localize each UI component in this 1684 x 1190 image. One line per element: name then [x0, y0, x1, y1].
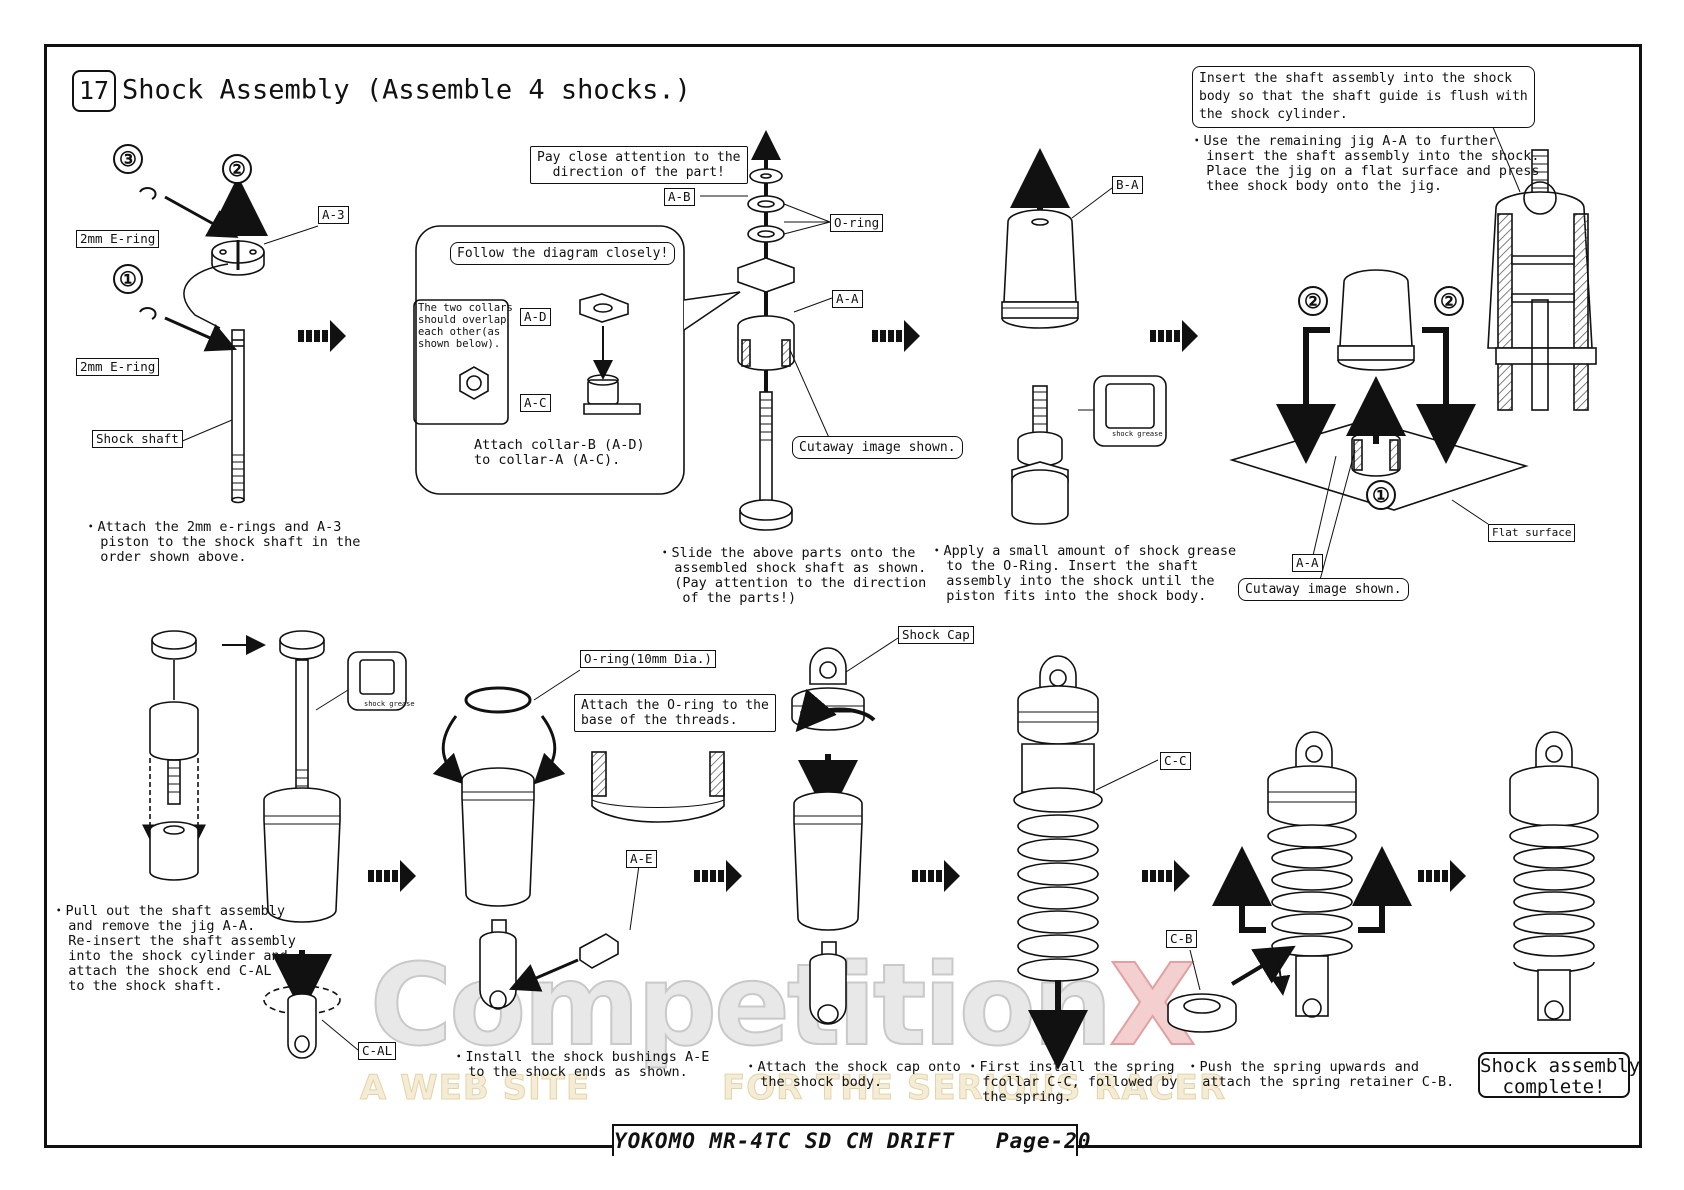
label-aa: A-A: [832, 290, 863, 308]
page-footer: YOKOMO MR-4TC SD CM DRIFT Page-20: [612, 1124, 1091, 1156]
order-marker-2a: ②: [1298, 286, 1328, 316]
label-c-al: C-AL: [358, 1042, 397, 1060]
step-title: Shock Assembly (Assemble 4 shocks.): [122, 74, 691, 106]
step3-drawing: [1001, 148, 1167, 525]
collar-caption: Attach collar-B (A-D) to collar-A (A-C).: [474, 437, 645, 468]
step2-callout-title: Follow the diagram closely!: [450, 242, 676, 265]
order-marker-3: ③: [113, 144, 143, 174]
label-oring-10mm: O-ring(10mm Dia.): [580, 650, 716, 668]
label-ering-bottom: 2mm E-ring: [76, 358, 160, 376]
step1-instruction: ・Attach the 2mm e-rings and A-3 piston t…: [84, 519, 361, 565]
step5-instruction: ・Pull out the shaft assembly and remove …: [52, 903, 296, 994]
order-marker-2b: ②: [1434, 286, 1464, 316]
step-number: 17: [72, 70, 116, 112]
label-ab: A-B: [664, 188, 695, 206]
step8-drawing: [1013, 655, 1159, 1070]
complete-drawing: [1509, 731, 1599, 1021]
label-shock-shaft: Shock shaft: [92, 430, 183, 448]
step2-instruction: ・Slide the above parts onto the assemble…: [658, 545, 927, 606]
assembly-complete-badge: Shock assembly complete!: [1478, 1052, 1640, 1098]
step8-instruction: ・First install the spring fcollar C-C, f…: [966, 1059, 1178, 1105]
insert-instruction-box: Insert the shaft assembly into the shock…: [1192, 66, 1535, 128]
cutaway-note-step4: Cutaway image shown.: [1238, 578, 1409, 601]
grease-tube-label-2: shock grease: [364, 700, 415, 708]
watermark-tagline-left: A WEB SITE: [359, 1068, 591, 1108]
label-ering-top: 2mm E-ring: [76, 230, 160, 248]
oring-thread-note: Attach the O-ring to the base of the thr…: [574, 694, 776, 732]
label-collar-b: A-D: [520, 308, 551, 326]
step7-instruction: ・Attach the shock cap onto the shock bod…: [744, 1059, 961, 1090]
cutaway-note-step2: Cutaway image shown.: [792, 436, 963, 459]
step1-drawing: [139, 176, 319, 504]
step6-instruction: ・Install the shock bushings A-E to the s…: [452, 1049, 710, 1080]
label-collar-a: A-C: [520, 394, 551, 412]
process-arrows: [298, 320, 1466, 892]
label-ba: B-A: [1112, 176, 1143, 194]
step7-drawing: [791, 637, 899, 1025]
label-cb: C-B: [1166, 930, 1197, 948]
step2-drawing: [413, 130, 833, 531]
direction-attention: Pay close attention to the direction of …: [530, 146, 748, 184]
label-cc: C-C: [1160, 752, 1191, 770]
label-piston: A-3: [318, 206, 349, 224]
grease-tube-label: shock grease: [1112, 430, 1163, 438]
step3-instruction: ・Apply a small amount of shock grease to…: [930, 543, 1237, 604]
step9-instruction: ・Push the spring upwards and attach the …: [1186, 1059, 1455, 1090]
step6-drawing: [432, 669, 725, 1010]
step4-instruction: ・Use the remaining jig A-A to further in…: [1190, 133, 1540, 194]
watermark-tagline-right: FOR THE SERIOUS RACER: [721, 1068, 1227, 1108]
collar-overlap-note: The two collars should overlap each othe…: [418, 302, 513, 350]
label-oring: O-ring: [830, 214, 884, 232]
step9-drawing: [1167, 731, 1412, 1033]
label-flat-surface: Flat surface: [1488, 524, 1576, 542]
step5-drawing: [142, 630, 407, 1059]
label-ae: A-E: [626, 850, 657, 868]
label-shock-cap: Shock Cap: [898, 626, 974, 644]
step4-drawing: [1229, 95, 1597, 581]
order-marker-1b: ①: [1366, 480, 1396, 510]
order-marker-1: ①: [113, 264, 143, 294]
order-marker-2: ②: [222, 154, 252, 184]
label-jig-aa: A-A: [1292, 554, 1323, 572]
